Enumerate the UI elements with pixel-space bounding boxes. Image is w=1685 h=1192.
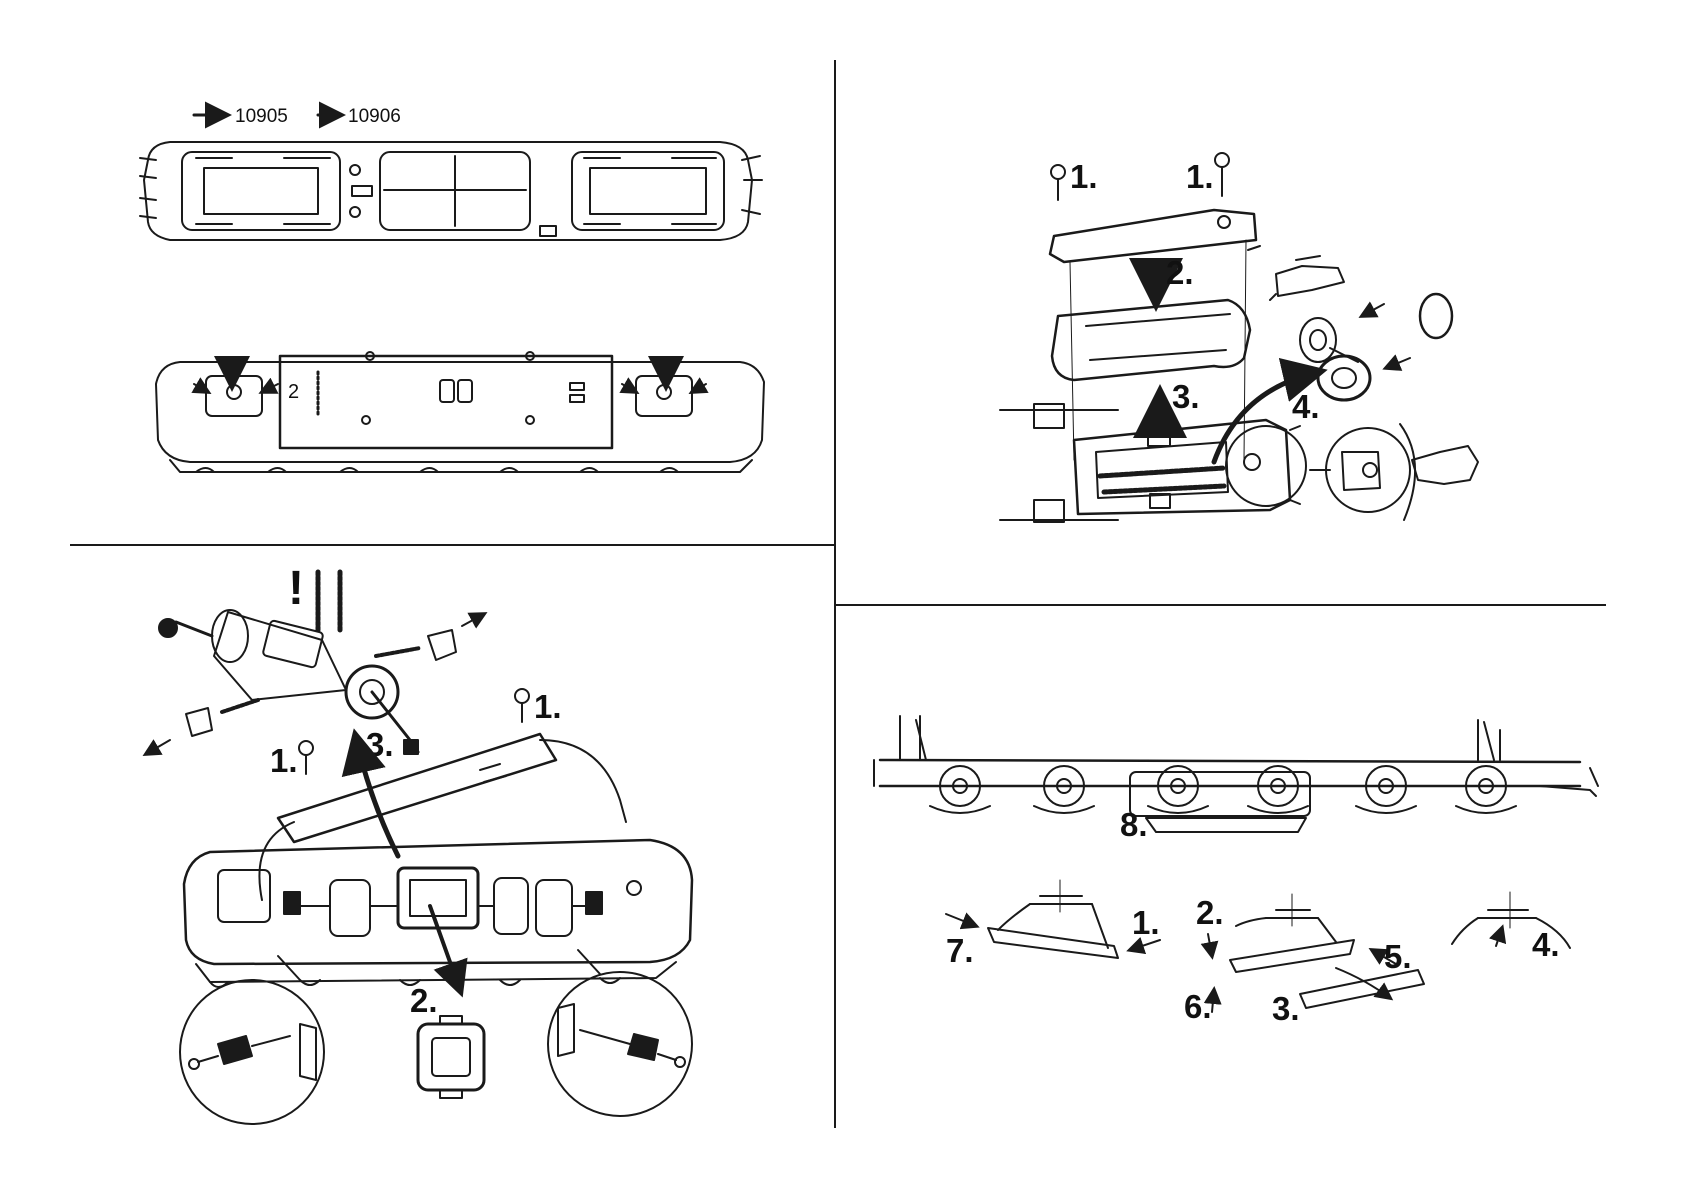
brush-holder [428, 630, 456, 660]
screw-icon [1215, 153, 1229, 196]
bogie-side-frame [1052, 300, 1250, 380]
bogie-cover [1050, 210, 1256, 262]
top-right-panel: 1. 1. 2. 3. [1000, 153, 1478, 522]
body-label: 2 [288, 381, 299, 403]
screw-icon [299, 741, 313, 774]
spring-icon [376, 648, 420, 656]
screw-icon [1051, 165, 1065, 200]
step-label: 4. [1532, 926, 1560, 963]
step-label: 1. [1186, 158, 1214, 195]
step-label: 5. [1384, 938, 1412, 975]
step-label: 4. [1292, 388, 1320, 425]
traction-tire [1420, 294, 1452, 338]
step-label: 7. [946, 932, 974, 969]
step-label: 1. [534, 688, 562, 725]
step-label: 1. [1132, 904, 1160, 941]
step-label: 8. [1120, 806, 1148, 843]
warning-icon: ! [288, 562, 304, 615]
spring-icon [222, 700, 258, 712]
step-label: 3. [366, 726, 394, 763]
locomotive-side-view [874, 716, 1598, 816]
wheel-detail-marker [1226, 426, 1306, 506]
skirt-piece [1146, 818, 1306, 832]
step-label: 3. [1272, 990, 1300, 1027]
bottom-left-panel: ! [146, 562, 692, 1124]
step-label: 1. [270, 742, 298, 779]
step-label: 2. [1166, 254, 1194, 291]
coupler [1248, 246, 1344, 300]
wire [540, 740, 626, 822]
remove-arrow-icon [430, 906, 460, 990]
step-label: 6. [1184, 988, 1212, 1025]
detail-circle-right [548, 950, 692, 1116]
locomotive-underside-top-view [140, 142, 762, 240]
step-label: 3. [1172, 378, 1200, 415]
brush-holder [186, 708, 212, 736]
step-label: 1. [1070, 158, 1098, 195]
locomotive-body-bottom-view [156, 352, 764, 472]
motor-mount-clip [418, 1016, 484, 1098]
bottom-right-panel: 8. 1. 7. 2. [874, 716, 1598, 1027]
coupler-detail-circle [1310, 424, 1478, 520]
step-label: 2. [410, 982, 438, 1019]
ref-number-2: 10906 [348, 106, 401, 127]
step-label: 2. [1196, 894, 1224, 931]
screw-icon [515, 689, 529, 722]
top-left-panel: 10905 10906 [140, 106, 764, 472]
bogie-gear-frame [1074, 420, 1300, 514]
ref-number-1: 10905 [235, 106, 288, 127]
skirt-sequence-1 [988, 880, 1118, 958]
